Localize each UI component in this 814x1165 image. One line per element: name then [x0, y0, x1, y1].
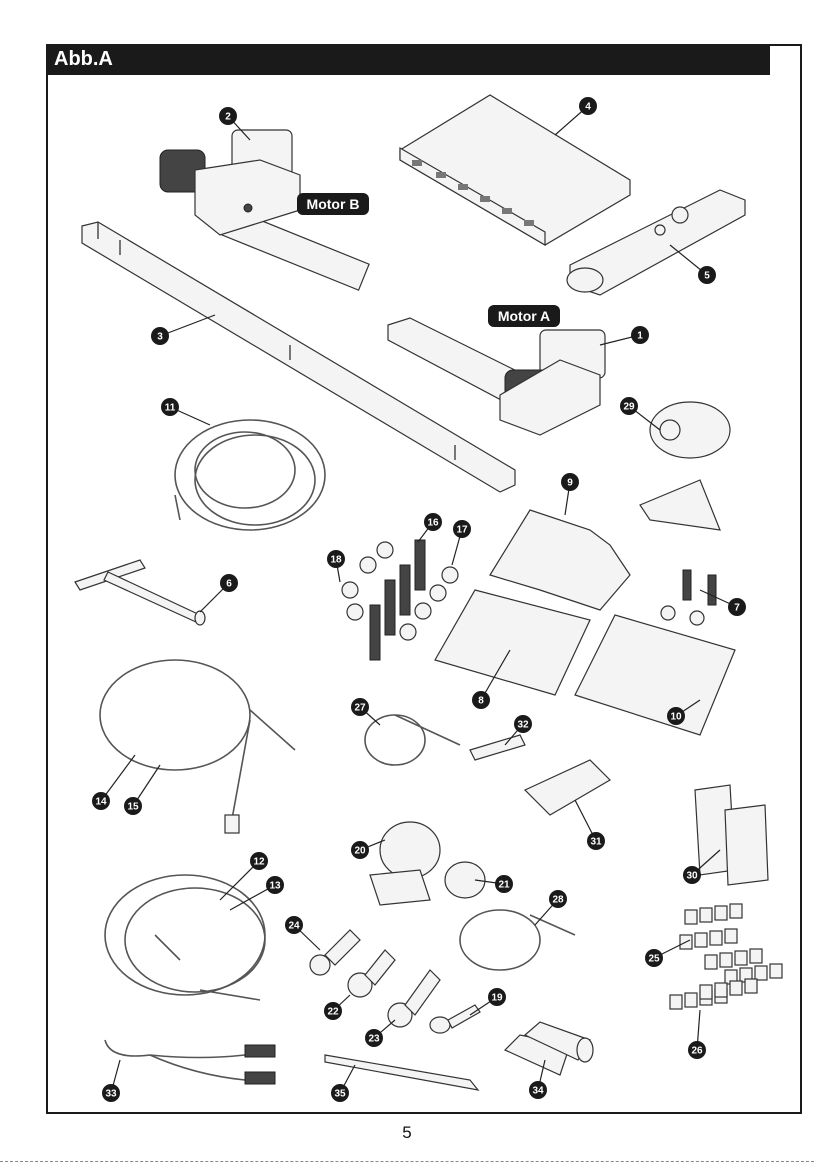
callout-31: 31: [587, 832, 605, 850]
callout-5: 5: [698, 266, 716, 284]
batteries-drawing: [505, 1022, 593, 1075]
callout-number-3: 3: [157, 332, 163, 343]
callout-number-27: 27: [354, 703, 366, 714]
callout-number-14: 14: [95, 797, 107, 808]
bottom-rule: [0, 1161, 814, 1162]
callout-number-6: 6: [226, 579, 232, 590]
callout-22: 22: [324, 1002, 342, 1020]
callout-number-5: 5: [704, 271, 710, 282]
antenna-drawing: [325, 1055, 478, 1090]
wire-coil-drawing: [105, 875, 265, 1000]
cable-tie-drawing: [460, 910, 575, 970]
callout-26: 26: [688, 1041, 706, 1059]
callout-7: 7: [728, 598, 746, 616]
callout-33: 33: [102, 1084, 120, 1102]
callout-number-32: 32: [517, 720, 529, 731]
callout-number-21: 21: [498, 880, 510, 891]
callout-32: 32: [514, 715, 532, 733]
callout-20: 20: [351, 841, 369, 859]
callout-19: 19: [488, 988, 506, 1006]
callout-17: 17: [453, 520, 471, 538]
clamps-drawing: [370, 822, 485, 905]
callout-number-24: 24: [288, 921, 300, 932]
fuse-holder-drawing: [525, 760, 610, 815]
callout-number-33: 33: [105, 1089, 117, 1100]
callout-number-22: 22: [327, 1007, 339, 1018]
callout-number-20: 20: [354, 846, 366, 857]
callout-11: 11: [161, 398, 179, 416]
control-box-drawing: [400, 95, 630, 245]
callout-10: 10: [667, 707, 685, 725]
callout-2: 2: [219, 107, 237, 125]
cable-coil-drawing: [175, 420, 325, 530]
callout-number-19: 19: [491, 993, 503, 1004]
callout-number-11: 11: [165, 403, 176, 414]
callout-9: 9: [561, 473, 579, 491]
network-cable-drawing: [105, 1040, 275, 1084]
callout-number-9: 9: [567, 478, 573, 489]
callout-number-2: 2: [225, 112, 231, 123]
callout-number-7: 7: [734, 603, 740, 614]
callout-12: 12: [250, 852, 268, 870]
callout-number-10: 10: [670, 712, 682, 723]
callout-number-15: 15: [127, 802, 139, 813]
t-wrench-drawing: [75, 560, 205, 625]
motor-b-label-text: Motor B: [307, 196, 360, 212]
callout-number-28: 28: [552, 895, 564, 906]
bolts-and-washers-drawing: [342, 540, 458, 660]
callout-number-23: 23: [368, 1034, 380, 1045]
label-sets-drawing: [670, 904, 782, 1009]
callout-25: 25: [645, 949, 663, 967]
callout-16: 16: [424, 513, 442, 531]
callout-6: 6: [220, 574, 238, 592]
callout-number-29: 29: [623, 402, 635, 413]
callout-34: 34: [529, 1081, 547, 1099]
callout-28: 28: [549, 890, 567, 908]
callout-35: 35: [331, 1084, 349, 1102]
callout-3: 3: [151, 327, 169, 345]
spacers-drawing: [695, 785, 768, 885]
socket-drawing: [640, 402, 730, 530]
motor-a-label: Motor A: [488, 305, 560, 327]
callout-number-34: 34: [532, 1086, 544, 1097]
callout-8: 8: [472, 691, 490, 709]
callout-number-4: 4: [585, 102, 591, 113]
callout-number-35: 35: [334, 1089, 346, 1100]
callout-number-25: 25: [648, 954, 660, 965]
callout-14: 14: [92, 792, 110, 810]
callout-number-17: 17: [456, 525, 468, 536]
callout-18: 18: [327, 550, 345, 568]
motor-b-label: Motor B: [297, 193, 369, 215]
callout-29: 29: [620, 397, 638, 415]
callout-number-16: 16: [427, 518, 439, 529]
screw-drawing: [430, 1005, 480, 1033]
callout-number-30: 30: [686, 871, 698, 882]
cable-tie-and-fuse-drawing: [365, 715, 525, 765]
callout-number-13: 13: [269, 881, 281, 892]
callout-number-18: 18: [330, 555, 342, 566]
callout-number-12: 12: [253, 857, 265, 868]
callout-number-31: 31: [590, 837, 602, 848]
callout-15: 15: [124, 797, 142, 815]
callout-number-1: 1: [637, 331, 643, 342]
page-number: 5: [0, 1123, 814, 1143]
small-bolts-drawing: [661, 570, 716, 625]
parts-drawings: [75, 95, 782, 1090]
callout-4: 4: [579, 97, 597, 115]
callout-27: 27: [351, 698, 369, 716]
callout-number-8: 8: [478, 696, 484, 707]
motor-a-label-text: Motor A: [498, 308, 550, 324]
callout-23: 23: [365, 1029, 383, 1047]
callout-21: 21: [495, 875, 513, 893]
callout-1: 1: [631, 326, 649, 344]
callout-30: 30: [683, 866, 701, 884]
callout-number-26: 26: [691, 1046, 703, 1057]
callout-24: 24: [285, 916, 303, 934]
callout-13: 13: [266, 876, 284, 894]
